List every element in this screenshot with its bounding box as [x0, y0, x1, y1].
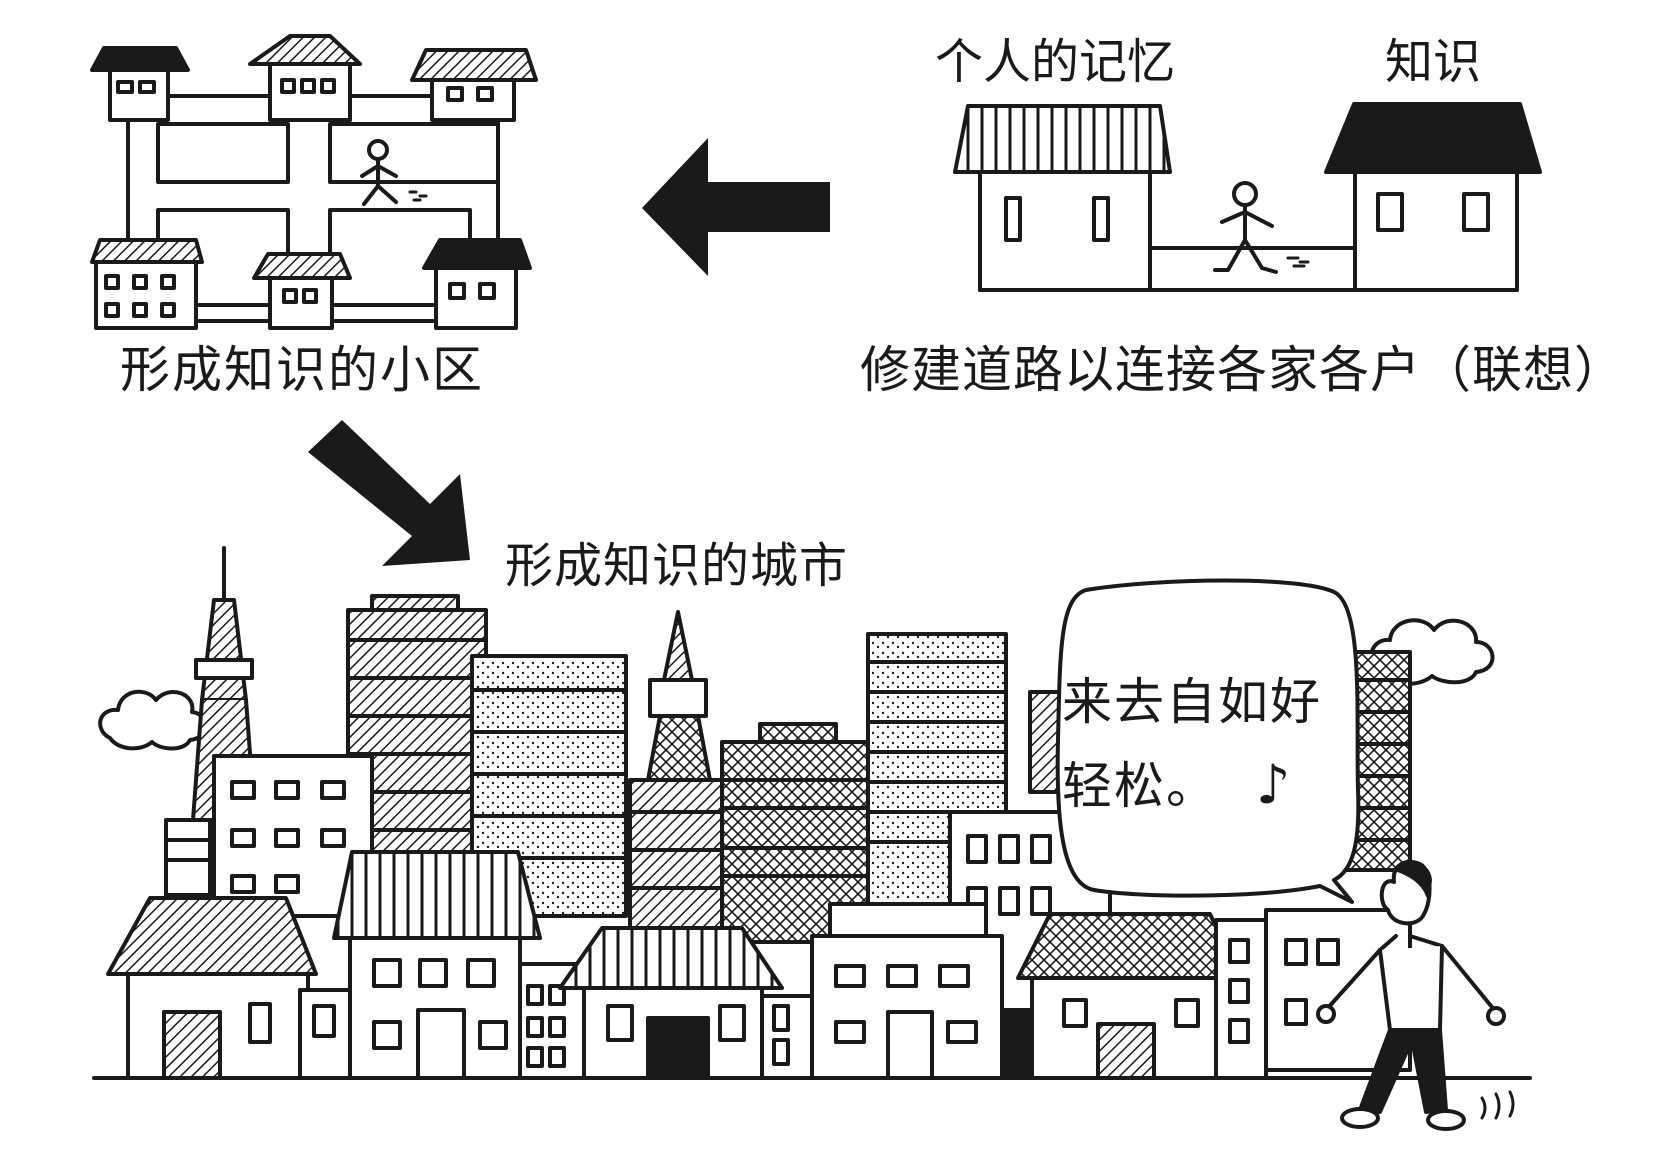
arrow-down-right-icon: [308, 420, 470, 566]
walking-man-figure: [1316, 860, 1515, 1131]
arrow-left-icon: [642, 138, 830, 276]
speech-line-2: 轻松。 ♪: [1062, 742, 1322, 828]
cloud-left-icon: [98, 689, 208, 751]
city-caption: 形成知识的城市: [505, 538, 849, 594]
speech-bubble-text: 来去自如好 轻松。 ♪: [1062, 662, 1322, 828]
personal-memory-label: 个人的记忆: [935, 34, 1176, 90]
knowledge-city-illustration: [92, 546, 1532, 1131]
roads-caption: 修建道路以连接各家各户（联想）: [860, 341, 1625, 399]
music-note-icon: ♪: [1256, 753, 1293, 816]
speech-bubble: [1055, 578, 1361, 904]
knowledge-label: 知识: [1385, 34, 1482, 90]
community-caption: 形成知识的小区: [120, 341, 484, 399]
knowledge-community-illustration: [90, 34, 538, 330]
speech-line-1: 来去自如好: [1062, 673, 1322, 731]
memory-knowledge-houses-illustration: [953, 102, 1542, 292]
speech-line-2-text: 轻松。: [1062, 757, 1218, 815]
